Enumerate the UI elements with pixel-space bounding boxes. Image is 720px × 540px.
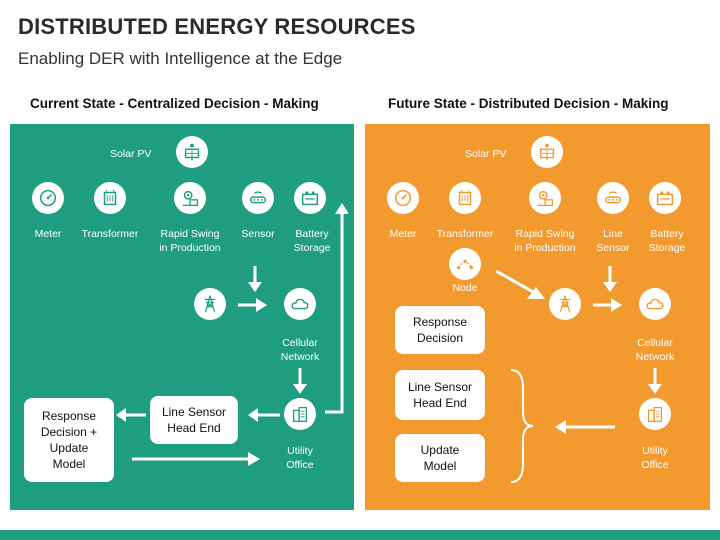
transformer-label-future: Transformer — [436, 228, 494, 240]
arrow-cellular-down-future — [648, 368, 662, 394]
utility-office-icon — [284, 398, 316, 430]
arrow-utility-to-battery — [325, 203, 348, 414]
meter-icon — [32, 182, 64, 214]
transmission-tower-icon — [194, 288, 226, 320]
rapid-swing-icon-future — [529, 182, 561, 214]
solar-panel-icon-future — [531, 136, 563, 168]
current-state-heading: Current State - Centralized Decision - M… — [30, 96, 319, 111]
bottom-bar — [0, 530, 720, 540]
arrow-utility-to-brace — [555, 420, 615, 434]
page-subtitle: Enabling DER with Intelligence at the Ed… — [18, 49, 343, 68]
brace-bracket — [510, 369, 534, 483]
arrow-line-sensor-down — [603, 266, 617, 292]
utility-office-icon-future — [639, 398, 671, 430]
transformer-icon-future — [449, 182, 481, 214]
solar-panel-icon — [176, 136, 208, 168]
sensor-icon — [242, 182, 274, 214]
arrow-response-to-utility — [132, 452, 260, 466]
arrow-sensor-down — [248, 266, 262, 292]
line-sensor-icon — [597, 182, 629, 214]
arrow-tower-right-future — [593, 298, 622, 312]
solar-pv-label: Solar PV — [110, 148, 152, 160]
meter-label-future: Meter — [389, 228, 417, 240]
meter-icon-future — [387, 182, 419, 214]
arrow-head-end-to-response — [116, 408, 146, 422]
node-label: Node — [452, 282, 478, 294]
battery-icon — [294, 182, 326, 214]
page-title: DISTRIBUTED ENERGY RESOURCES — [18, 14, 416, 39]
arrow-node-to-tower — [495, 269, 545, 299]
meter-label: Meter — [34, 228, 62, 240]
future-state-heading: Future State - Distributed Decision - Ma… — [388, 96, 669, 111]
transmission-tower-icon-future — [549, 288, 581, 320]
arrow-tower-right — [238, 298, 267, 312]
transformer-icon — [94, 182, 126, 214]
arrow-utility-to-head-end — [248, 408, 280, 422]
battery-icon-future — [649, 182, 681, 214]
arrow-cellular-down — [293, 368, 307, 394]
node-icon — [449, 248, 481, 280]
cloud-icon-future — [639, 288, 671, 320]
solar-pv-label-future: Solar PV — [465, 148, 507, 160]
cloud-icon — [284, 288, 316, 320]
sensor-label: Sensor — [241, 228, 275, 240]
transformer-label: Transformer — [81, 228, 139, 240]
rapid-swing-icon — [174, 182, 206, 214]
